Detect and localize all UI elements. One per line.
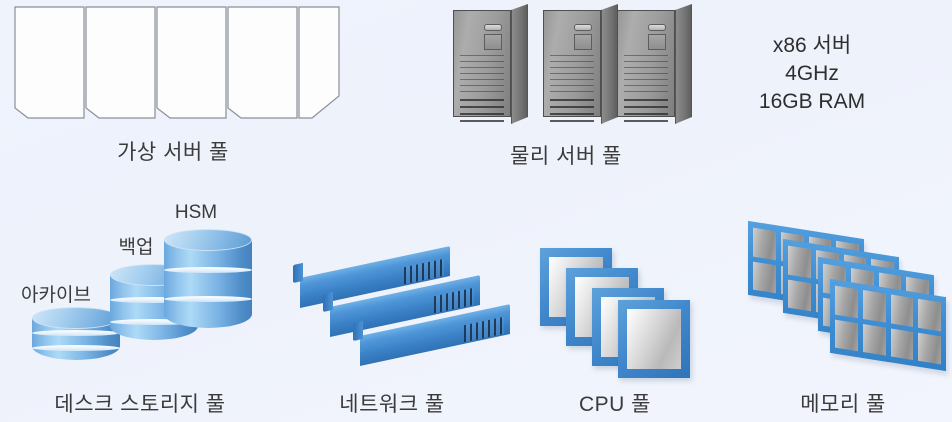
server-vents-lower [550, 99, 594, 127]
memory-chip [753, 227, 776, 260]
physical-server-pool-label: 물리 서버 풀 [510, 145, 622, 168]
server-tower-front-panel [543, 10, 601, 127]
virtual-server-card [85, 6, 156, 119]
cylinder-ring [164, 267, 252, 273]
cylinder-body [164, 240, 252, 328]
cylinder-ring [110, 297, 198, 303]
storage-cylinder-archive [32, 307, 120, 360]
server-drive-bay [574, 34, 592, 50]
memory-chip [918, 298, 941, 331]
storage-cylinder-hsm [164, 229, 252, 328]
storage-tier-label-archive: 아카이브 [21, 285, 91, 306]
spec-line-clock: 4GHz [785, 62, 839, 85]
cylinder-top [32, 307, 120, 329]
virtual-server-card [156, 6, 227, 119]
cylinder-ring [32, 330, 120, 336]
cpu-pool-label: CPU 풀 [579, 393, 651, 416]
network-switch-bar [293, 246, 450, 308]
virtual-server-card [227, 6, 298, 119]
server-drive-bay [484, 34, 502, 50]
virtual-server-card [298, 6, 340, 119]
server-vents-lower [624, 99, 668, 127]
server-tower [543, 4, 618, 127]
cylinder-ring [110, 319, 198, 325]
storage-tier-label-hsm: HSM [174, 202, 218, 223]
memory-chip [862, 323, 886, 356]
server-power-badge [484, 24, 502, 31]
server-drive-bay [648, 34, 666, 50]
memory-chip [918, 332, 941, 365]
server-tower-front-panel [453, 10, 511, 127]
memory-pool-label: 메모리 풀 [800, 393, 886, 416]
virtual-server-card [14, 6, 85, 119]
server-tower-front-panel [617, 10, 675, 127]
server-vents-upper [624, 55, 668, 97]
switch-end-cap [293, 262, 303, 284]
server-power-badge [648, 24, 666, 31]
memory-chip [890, 327, 914, 360]
server-power-badge [574, 24, 592, 31]
spec-line-cpu-arch: x86 서버 [772, 34, 852, 57]
storage-pool-label: 데스크 스토리지 풀 [54, 393, 226, 416]
switch-end-cap [353, 320, 363, 342]
server-tower [453, 4, 528, 127]
cylinder-top [164, 229, 252, 251]
cpu-die [627, 309, 681, 369]
memory-chip [753, 261, 776, 294]
server-vents-lower [460, 99, 504, 127]
storage-tier-label-backup: 백업 [118, 237, 154, 258]
memory-chip [862, 290, 886, 323]
network-pool-label: 네트워크 풀 [339, 393, 445, 416]
memory-chip [788, 245, 811, 278]
cylinder-ring [164, 296, 252, 302]
server-tower-side-panel [511, 4, 528, 124]
server-vents-upper [460, 55, 504, 97]
memory-chip [835, 285, 858, 318]
server-spec-block: x86 서버 4GHz 16GB RAM [759, 32, 865, 116]
server-tower [617, 4, 692, 127]
virtual-server-cards [14, 6, 340, 119]
memory-chip [890, 294, 914, 327]
spec-line-ram: 16GB RAM [758, 90, 866, 113]
memory-chip [788, 279, 811, 312]
network-switch-bar [323, 275, 480, 337]
switch-end-cap [323, 291, 333, 313]
server-vents-upper [550, 55, 594, 97]
virtual-server-pool-label: 가상 서버 풀 [117, 141, 229, 164]
network-switch-bar [353, 304, 510, 366]
cpu-chip [618, 300, 690, 378]
cylinder-ring [32, 345, 120, 351]
memory-chip [835, 319, 858, 352]
server-tower-side-panel [675, 4, 692, 124]
server-tower-side-panel [601, 4, 618, 124]
